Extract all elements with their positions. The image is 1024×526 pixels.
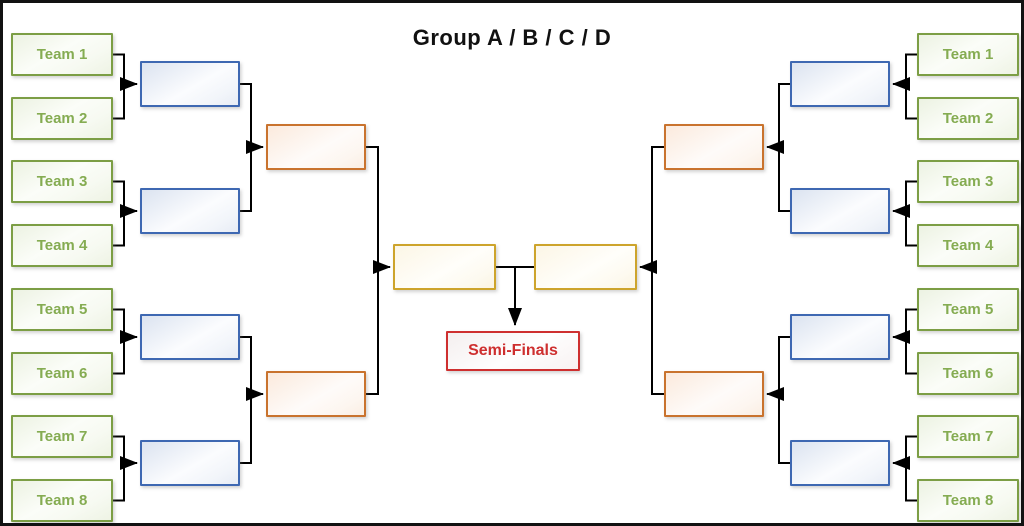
team-box-right-7: Team 7: [917, 415, 1019, 458]
team-box-left-3: Team 3: [11, 160, 113, 203]
round1-box-left-4: [140, 440, 240, 486]
team-box-left-2: Team 2: [11, 97, 113, 140]
round2-box-left-2: [266, 371, 366, 417]
team-box-right-3: Team 3: [917, 160, 1019, 203]
round1-box-right-1: [790, 61, 890, 107]
round1-box-right-4: [790, 440, 890, 486]
round3-box-left: [393, 244, 496, 290]
team-box-left-4: Team 4: [11, 224, 113, 267]
team-box-right-8: Team 8: [917, 479, 1019, 522]
round2-box-left-1: [266, 124, 366, 170]
team-box-right-5: Team 5: [917, 288, 1019, 331]
team-box-left-7: Team 7: [11, 415, 113, 458]
semifinals-box: Semi-Finals: [446, 331, 580, 371]
round1-box-right-3: [790, 314, 890, 360]
team-box-left-6: Team 6: [11, 352, 113, 395]
round2-box-right-2: [664, 371, 764, 417]
team-box-left-1: Team 1: [11, 33, 113, 76]
team-box-right-2: Team 2: [917, 97, 1019, 140]
team-box-right-1: Team 1: [917, 33, 1019, 76]
round3-box-right: [534, 244, 637, 290]
round1-box-left-2: [140, 188, 240, 234]
round1-box-right-2: [790, 188, 890, 234]
round2-box-right-1: [664, 124, 764, 170]
round1-box-left-1: [140, 61, 240, 107]
team-box-right-4: Team 4: [917, 224, 1019, 267]
team-box-left-8: Team 8: [11, 479, 113, 522]
diagram-title: Group A / B / C / D: [412, 25, 612, 50]
team-box-right-6: Team 6: [917, 352, 1019, 395]
team-box-left-5: Team 5: [11, 288, 113, 331]
round1-box-left-3: [140, 314, 240, 360]
